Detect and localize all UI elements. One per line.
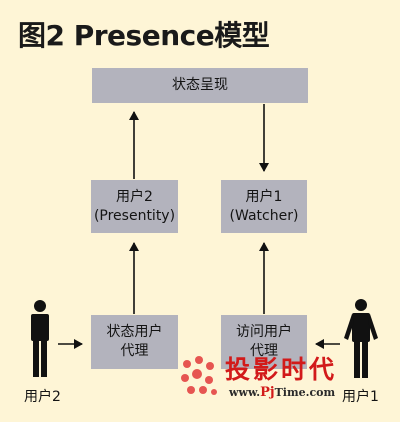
person-user1-icon bbox=[344, 299, 378, 378]
state-agent-line1: 状态用户 bbox=[106, 324, 163, 340]
user2-box-line1: 用户2 bbox=[116, 188, 153, 205]
user1-watcher-box: 用户1 (Watcher) bbox=[221, 180, 307, 233]
state-presentation-label: 状态呈现 bbox=[172, 77, 228, 93]
person-user2-icon bbox=[31, 300, 49, 377]
watermark-brand: 投影时代 bbox=[225, 355, 338, 384]
access-user-agent-box: 访问用户 代理 bbox=[221, 315, 307, 369]
person-user2-label: 用户2 bbox=[24, 389, 61, 405]
person-user1-label: 用户1 bbox=[342, 389, 379, 405]
watermark-url-prefix: www. bbox=[229, 386, 261, 399]
user1-box-line1: 用户1 bbox=[245, 188, 283, 205]
access-agent-line1: 访问用户 bbox=[236, 324, 292, 340]
user2-presentity-box: 用户2 (Presentity) bbox=[91, 180, 178, 233]
user1-box-line2: (Watcher) bbox=[229, 207, 299, 224]
access-agent-line2: 代理 bbox=[250, 343, 278, 359]
state-agent-line2: 代理 bbox=[120, 343, 149, 359]
state-user-agent-box: 状态用户 代理 bbox=[91, 315, 178, 369]
watermark-logo-icon bbox=[181, 356, 217, 395]
watermark: 投影时代 www.PjTime.com bbox=[177, 346, 392, 406]
diagram-title: 图2 Presence模型 bbox=[18, 19, 270, 52]
state-presentation-box: 状态呈现 bbox=[92, 68, 308, 103]
watermark-url-accent: Pj bbox=[260, 385, 275, 400]
user2-box-line2: (Presentity) bbox=[93, 207, 176, 224]
watermark-url: www.PjTime.com bbox=[229, 385, 335, 400]
watermark-url-rest: Time.com bbox=[274, 386, 336, 399]
